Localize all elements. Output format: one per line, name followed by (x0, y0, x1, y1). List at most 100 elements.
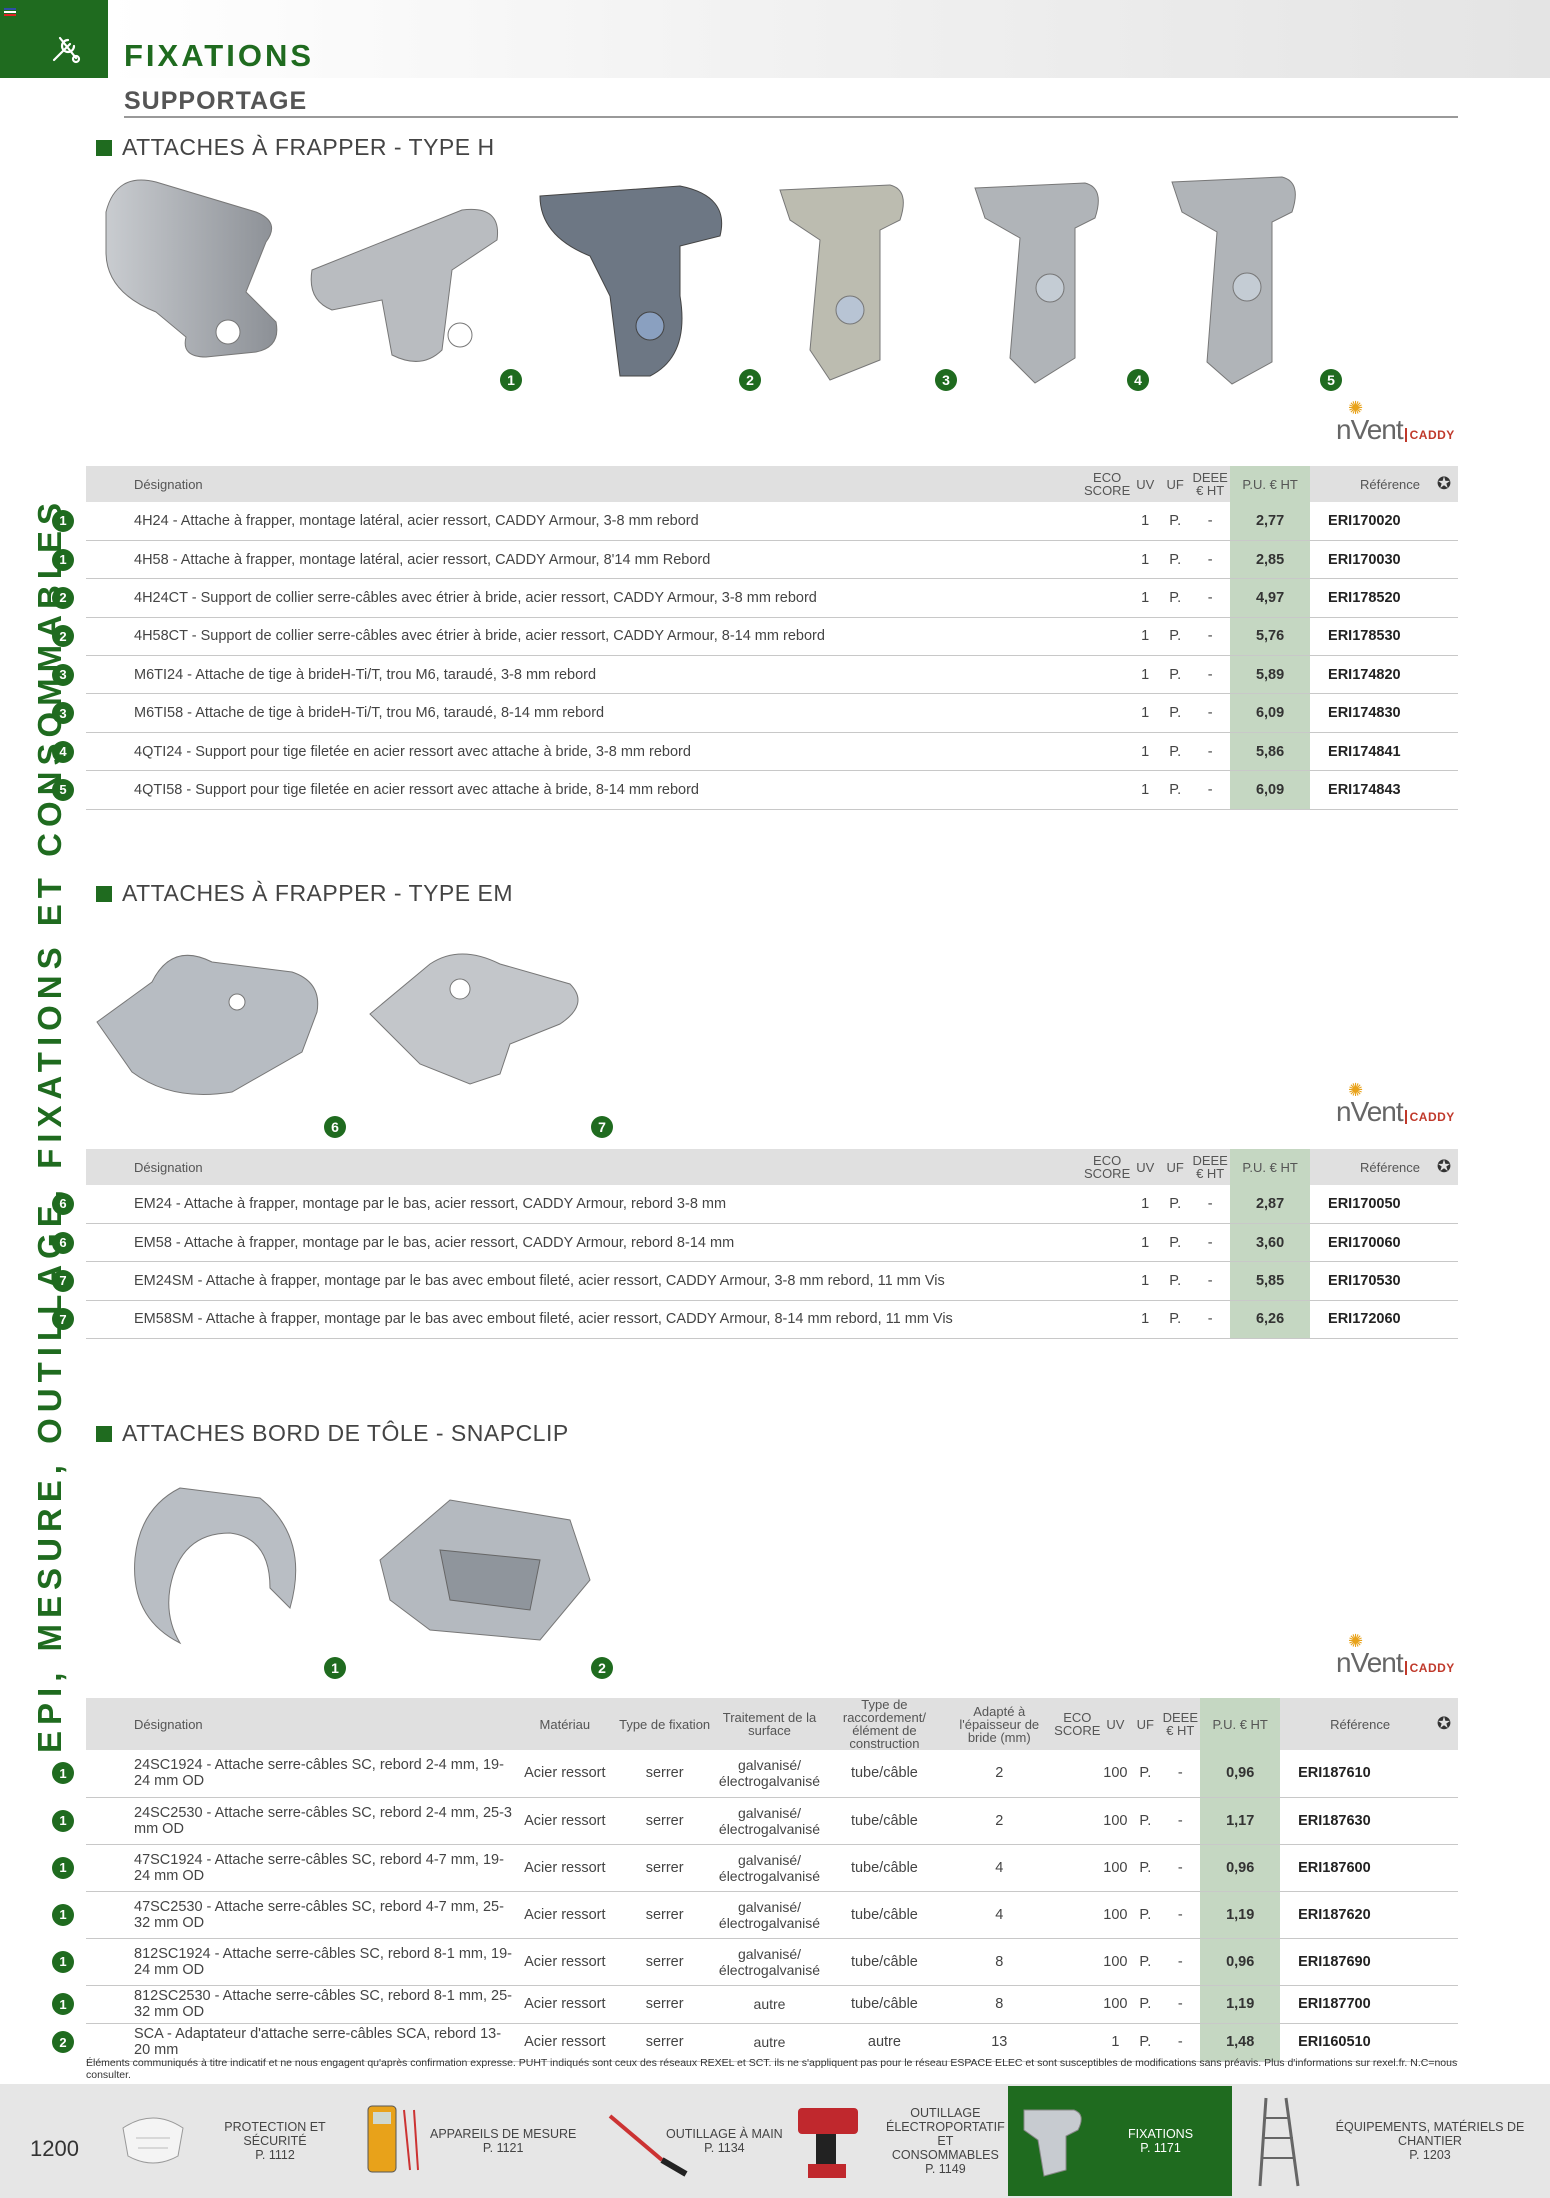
uv-cell: 1 (1130, 540, 1161, 580)
footer-page: P. 1112 (255, 2148, 295, 2162)
row-number-badge: 2 (52, 625, 74, 648)
col-raccordement: Type de raccordement/ élément de constru… (824, 1698, 945, 1750)
row-number-badge: 3 (52, 663, 74, 686)
action-cell (1429, 1985, 1458, 2024)
reference-cell: ERI187610 (1280, 1750, 1430, 1798)
ladder-icon (1258, 2097, 1300, 2187)
fixation-cell: serrer (614, 1797, 715, 1845)
deee-cell: - (1160, 1797, 1201, 1845)
price-cell: 5,89 (1230, 655, 1311, 695)
materiau-cell: Acier ressort (514, 2023, 615, 2062)
designation-text: 24SC1924 - Attache serre-câbles SC, rebo… (134, 1757, 504, 1790)
price-cell: 2,85 (1230, 540, 1311, 580)
deee-cell: - (1190, 1223, 1231, 1263)
price-cell: 4,97 (1230, 578, 1311, 618)
col-eco-score: ECO SCORE (1084, 466, 1130, 502)
designation-text: 4H58CT - Support de collier serre-câbles… (134, 628, 825, 645)
fixation-cell: serrer (614, 1844, 715, 1892)
materiau-cell: Acier ressort (514, 1891, 615, 1939)
raccordement-cell: tube/câble (824, 1938, 945, 1986)
eco-score-cell (1084, 655, 1131, 695)
action-cell (1430, 693, 1458, 733)
uv-cell: 100 (1100, 1797, 1131, 1845)
row-number-badge: 1 (52, 509, 74, 532)
reference-cell: ERI187620 (1280, 1891, 1430, 1939)
raccordement-cell: tube/câble (824, 1891, 945, 1939)
epaisseur-cell: 8 (944, 1985, 1055, 2024)
footer-link-electroportatif[interactable]: OUTILLAGE ÉLECTROPORTATIF ET CONSOMMABLE… (790, 2086, 1005, 2196)
footer-link-equipements[interactable]: ÉQUIPEMENTS, MATÉRIELS DE CHANTIER P. 12… (1250, 2086, 1540, 2196)
reference-cell: ERI187700 (1280, 1985, 1430, 2024)
price-cell: 0,96 (1200, 1938, 1281, 1986)
deee-cell: - (1190, 502, 1231, 541)
row-number-badge: 3 (52, 702, 74, 725)
image-number: 7 (591, 1116, 613, 1138)
col-uf: UF (1160, 466, 1191, 502)
epaisseur-cell: 13 (944, 2023, 1055, 2062)
col-epaisseur: Adapté à l'épaisseur de bride (mm) (944, 1698, 1055, 1750)
row-number-badge: 1 (52, 1809, 74, 1832)
deee-cell: - (1190, 1300, 1231, 1340)
row-number-badge: 7 (52, 1308, 74, 1331)
designation-text: 4QTI58 - Support pour tige filetée en ac… (134, 781, 699, 798)
eco-score-cell (1084, 1300, 1131, 1340)
section-title-snapclip: ATTACHES BORD DE TÔLE - SNAPCLIP (96, 1420, 569, 1447)
brand-name: nVent (1336, 1647, 1404, 1678)
footer-link-protection[interactable]: PROTECTION ET SÉCURITÉ P. 1112 (110, 2086, 330, 2196)
uf-cell: P. (1160, 1261, 1191, 1301)
col-eco-score: ECO SCORE (1084, 1149, 1130, 1185)
brand-sub: CADDY (1404, 1661, 1455, 1675)
page-title: FIXATIONS (124, 38, 315, 73)
materiau-cell: Acier ressort (514, 1938, 615, 1986)
uv-cell: 100 (1100, 1938, 1131, 1986)
uf-cell: P. (1160, 502, 1191, 541)
raccordement-cell: tube/câble (824, 1985, 945, 2024)
footer-link-mesure[interactable]: APPAREILS DE MESURE P. 1121 (350, 2086, 580, 2196)
row-number-badge: 6 (52, 1192, 74, 1215)
footer-link-fixations[interactable]: FIXATIONS P. 1171 (1008, 2086, 1232, 2196)
uf-cell: P. (1160, 1300, 1191, 1340)
reference-cell: ERI160510 (1280, 2023, 1430, 2062)
deee-cell: - (1160, 2023, 1201, 2062)
col-price: P.U. € HT (1230, 466, 1311, 502)
drill-icon (798, 2108, 858, 2178)
row-number-badge: 6 (52, 1231, 74, 1254)
deee-cell: - (1190, 578, 1231, 618)
price-cell: 0,96 (1200, 1844, 1281, 1892)
col-reference: Référence (1280, 1698, 1430, 1750)
footer-label: PROTECTION ET SÉCURITÉ (224, 2120, 326, 2148)
uf-cell: P. (1160, 655, 1191, 695)
deee-cell: - (1190, 770, 1231, 810)
eco-score-cell (1084, 732, 1131, 772)
reference-cell: ERI170050 (1310, 1185, 1430, 1224)
footer-link-outillage[interactable]: OUTILLAGE À MAIN P. 1134 (582, 2086, 832, 2196)
eco-score-cell (1054, 1891, 1101, 1939)
materiau-cell: Acier ressort (514, 1797, 615, 1845)
uf-cell: P. (1160, 617, 1191, 657)
row-number-badge: 1 (52, 1993, 74, 2015)
product-image-sca (379, 1499, 591, 1641)
col-eco-score: ECO SCORE (1054, 1698, 1100, 1750)
sun-icon: ✺ (1348, 398, 1363, 418)
flag-icon (4, 8, 16, 16)
bullet-square (96, 139, 112, 156)
eco-score-cell (1084, 770, 1131, 810)
row-number-badge: 1 (52, 1856, 74, 1879)
deee-cell: - (1190, 540, 1231, 580)
image-number: 4 (1127, 369, 1149, 391)
screwdriver-icon (608, 2114, 688, 2177)
deee-cell: - (1190, 655, 1231, 695)
action-cell (1429, 1938, 1458, 1986)
traitement-cell: autre (714, 2023, 825, 2062)
gear-icon: ✪ (1436, 1157, 1452, 1176)
image-number: 5 (1320, 369, 1342, 391)
